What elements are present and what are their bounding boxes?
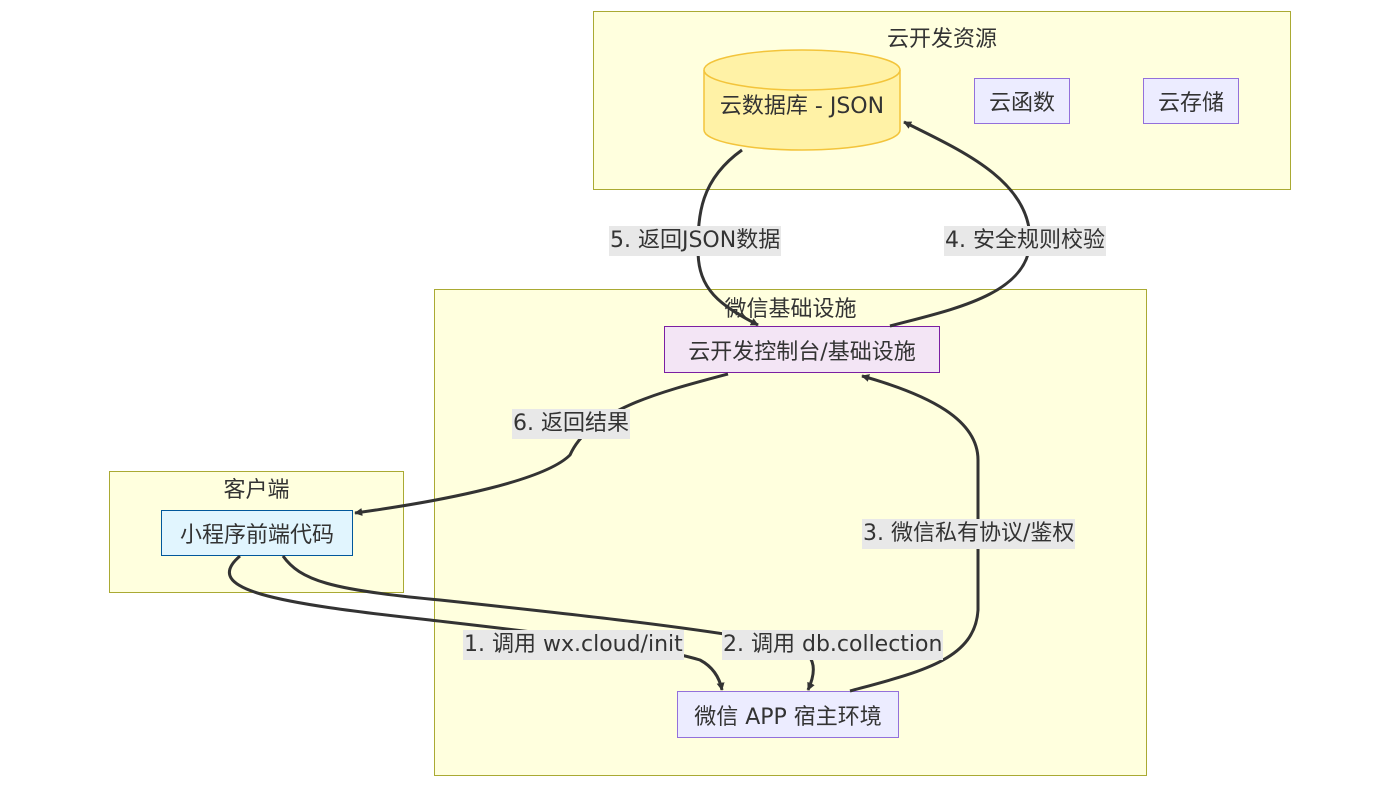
cloud-storage-node[interactable]: 云存储 (1143, 78, 1239, 124)
wechat-app-node[interactable]: 微信 APP 宿主环境 (677, 691, 899, 738)
edge-label-step2: 2. 调用 db.collection (722, 630, 944, 660)
edge-label-step4: 4. 安全规则校验 (944, 226, 1106, 256)
cloud-db-cylinder[interactable] (703, 49, 901, 151)
cloud-function-node[interactable]: 云函数 (974, 78, 1070, 124)
cluster-client-title: 客户端 (223, 478, 290, 503)
edge-step2 (281, 555, 815, 691)
edge-label-step1: 1. 调用 wx.cloud/init (463, 630, 684, 660)
edge-step3 (849, 374, 980, 693)
edge-step4 (889, 120, 1032, 328)
edge-label-step6: 6. 返回结果 (512, 409, 630, 439)
cluster-cloud-resources-title: 云开发资源 (886, 27, 997, 52)
edge-label-step3: 3. 微信私有协议/鉴权 (862, 519, 1076, 549)
edge-step6 (354, 372, 729, 516)
edge-label-step5: 5. 返回JSON数据 (609, 226, 782, 256)
cloud-db-label: 云数据库 - JSON (719, 94, 885, 119)
edge-step1 (227, 554, 725, 691)
frontend-node[interactable]: 小程序前端代码 (161, 510, 353, 556)
console-node[interactable]: 云开发控制台/基础设施 (664, 326, 940, 373)
